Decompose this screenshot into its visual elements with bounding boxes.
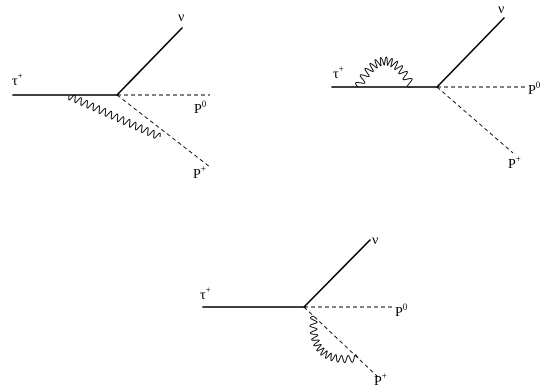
photon-line <box>68 94 161 139</box>
neutral-meson-label: P0 <box>528 80 541 98</box>
tau-label: τ+ <box>333 64 344 82</box>
charged-meson-line <box>303 306 379 378</box>
diagram-top-right: τ+ ν P0 P+ <box>331 2 541 172</box>
diagram-bottom: τ+ ν P0 P+ <box>200 233 408 389</box>
neutrino-label: ν <box>372 233 378 248</box>
photon-loop <box>355 56 413 88</box>
photon-loop <box>309 315 359 364</box>
charged-meson-line <box>436 86 514 154</box>
neutrino-line <box>116 27 183 96</box>
tau-label: τ+ <box>200 285 211 303</box>
charged-meson-label: P+ <box>374 371 387 389</box>
neutrino-label: ν <box>498 2 504 17</box>
neutrino-label: ν <box>178 10 184 25</box>
diagram-top-left: τ+ ν P0 P+ <box>12 10 211 182</box>
neutrino-line <box>436 17 505 88</box>
charged-meson-label: P+ <box>508 154 521 172</box>
neutrino-line <box>303 239 371 308</box>
charged-meson-label: P+ <box>193 164 206 182</box>
neutral-meson-label: P0 <box>395 302 408 320</box>
tau-label: τ+ <box>12 71 23 89</box>
charged-meson-line <box>116 94 211 168</box>
neutral-meson-label: P0 <box>194 99 207 117</box>
